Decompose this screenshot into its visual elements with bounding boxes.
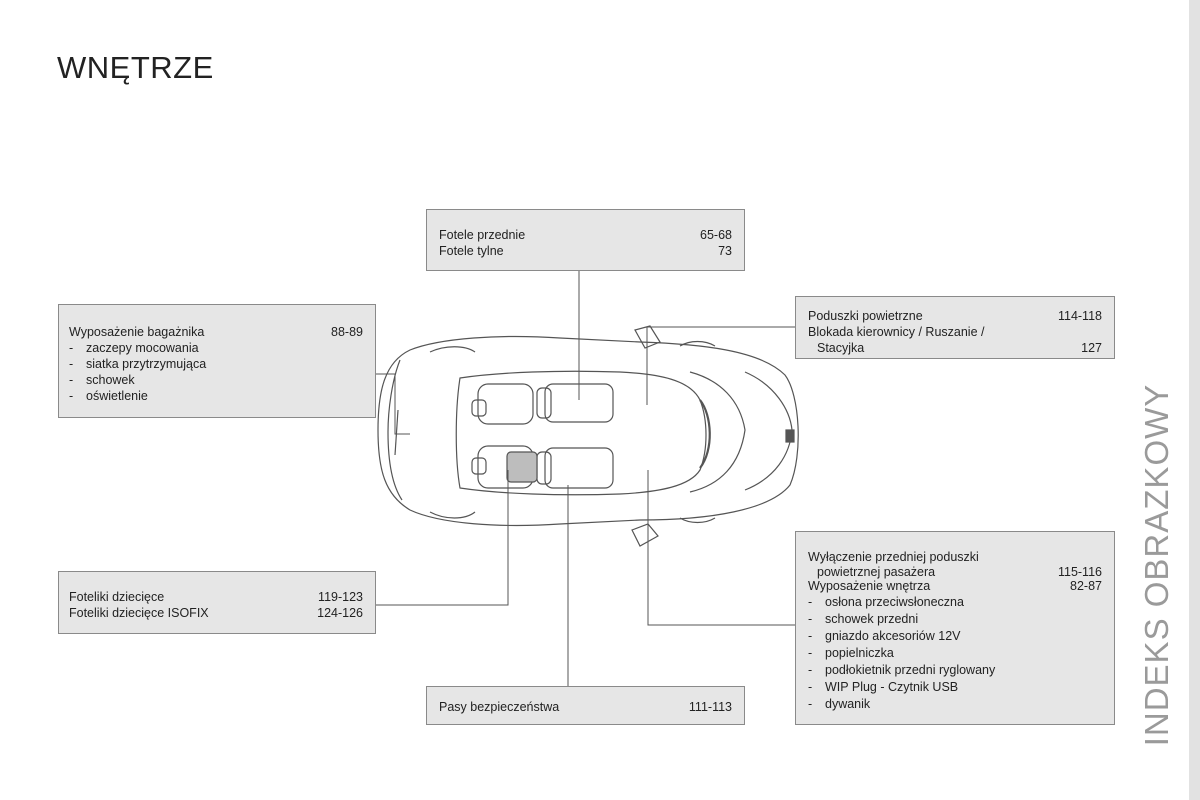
windscreen-outline — [689, 371, 746, 493]
label-ignition: Stacyjka — [817, 341, 865, 355]
isofix-row: Foteliki dziecięce ISOFIX 124-126 — [69, 605, 363, 621]
trunk-item: -schowek — [69, 373, 135, 387]
interior-item: -popielniczka — [808, 645, 894, 660]
label-rear-seats: Fotele tylne — [439, 244, 504, 258]
label-isofix: Foteliki dziecięce ISOFIX — [69, 606, 209, 620]
interior-item: -dywanik — [808, 696, 871, 711]
ignition-row: Stacyjka 127 — [808, 340, 1102, 356]
rear-seat-left — [477, 383, 534, 425]
callout-box-belts: Pasy bezpieczeństwa 111-113 — [426, 686, 745, 725]
passenger-airbag-row: powietrznej pasażera 115-116 — [808, 565, 1102, 580]
callout-box-trunk: Wyposażenie bagażnika 88-89 -zaczepy moc… — [58, 304, 376, 418]
label-trunk-equipment: Wyposażenie bagażnika — [69, 325, 205, 339]
left-mirror — [634, 325, 661, 349]
pages-seat-belts: 111-113 — [688, 700, 732, 714]
belts-row: Pasy bezpieczeństwa 111-113 — [439, 699, 732, 715]
car-body-outline — [377, 335, 799, 527]
car-cabin-outline — [455, 370, 707, 496]
right-mirror — [631, 523, 659, 547]
airbags-row: Poduszki powietrzne 114-118 — [808, 308, 1102, 324]
interior-item: -schowek przedni — [808, 611, 919, 626]
pages-front-seats: 65-68 — [700, 228, 732, 242]
seat-row-front: Fotele przednie 65-68 — [439, 227, 732, 243]
interior-item: -podłokietnik przedni ryglowany — [808, 662, 996, 677]
front-seat-right — [544, 447, 614, 489]
steering-lock-row: Blokada kierownicy / Ruszanie / — [808, 324, 1102, 340]
label-airbags: Poduszki powietrzne — [808, 309, 923, 323]
label-seat-belts: Pasy bezpieczeństwa — [439, 700, 560, 714]
side-strip — [1189, 0, 1200, 800]
pages-ignition: 127 — [1081, 341, 1102, 355]
pages-child-seats: 119-123 — [318, 590, 363, 604]
pages-rear-seats: 73 — [718, 244, 732, 258]
label-airbag-deactivation: Wyłączenie przedniej poduszki — [808, 550, 979, 564]
label-steering-lock: Blokada kierownicy / Ruszanie / — [808, 325, 985, 339]
trunk-item: -siatka przytrzymująca — [69, 357, 207, 371]
interior-item: -WIP Plug - Czytnik USB — [808, 679, 959, 694]
label-interior-equipment: Wyposażenie wnętrza — [808, 579, 931, 593]
label-child-seats: Foteliki dziecięce — [69, 590, 165, 604]
label-passenger-airbag: powietrznej pasażera — [817, 564, 936, 579]
pages-interior-equipment: 82-87 — [1070, 579, 1102, 593]
interior-equipment-row: Wyposażenie wnętrza 82-87 — [808, 579, 1102, 594]
child-seat — [506, 451, 538, 483]
callout-box-airbags: Poduszki powietrzne 114-118 Blokada kier… — [795, 296, 1115, 359]
airbag-deactivation-row: Wyłączenie przedniej poduszki — [808, 550, 1102, 565]
pages-isofix: 124-126 — [317, 606, 363, 620]
pages-trunk-equipment: 88-89 — [331, 325, 363, 339]
label-front-seats: Fotele przednie — [439, 228, 526, 242]
pages-passenger-airbag: 115-116 — [1057, 564, 1102, 579]
trunk-item: -zaczepy mocowania — [69, 341, 199, 355]
callout-box-seats: Fotele przednie 65-68 Fotele tylne 73 — [426, 209, 745, 271]
child-seats-row: Foteliki dziecięce 119-123 — [69, 589, 363, 605]
trunk-item: -oświetlenie — [69, 389, 148, 403]
page-title: WNĘTRZE — [57, 50, 214, 85]
trunk-row: Wyposażenie bagażnika 88-89 — [69, 324, 363, 340]
pages-airbags: 114-118 — [1057, 309, 1102, 323]
callout-box-interior: Wyłączenie przedniej poduszki powietrzne… — [795, 531, 1115, 725]
interior-item: -osłona przeciwsłoneczna — [808, 594, 964, 609]
seat-row-rear: Fotele tylne 73 — [439, 243, 732, 259]
interior-item: -gniazdo akcesoriów 12V — [808, 628, 961, 643]
callout-box-child-seats: Foteliki dziecięce 119-123 Foteliki dzie… — [58, 571, 376, 634]
